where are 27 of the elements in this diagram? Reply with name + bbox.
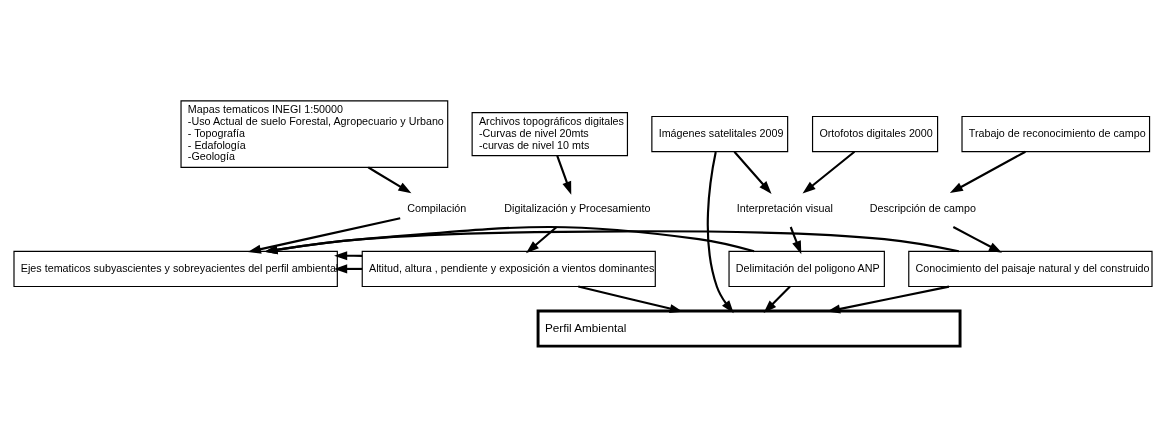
arrow [706,151,734,313]
arrow [247,216,401,254]
node-box: Archivos topográficos digitales -Curvas de nivel 20mts -curvas de nivel 10 mts [471,111,629,156]
node-box: Delimitación del poligono ANP [728,250,885,287]
node-text: Compilación [407,201,467,214]
arrow [949,150,1026,193]
node-box: Ortofotos digitales 2000 [811,115,939,152]
arrow [264,229,959,254]
node-box: Altitud, altura , pendiente y exposición a vientos dominantes [361,250,656,287]
arrow [827,285,950,313]
arrow [264,225,755,254]
arrow [367,166,412,193]
node-text: Digitalización y Procesamiento [504,201,651,214]
arrow [578,285,683,313]
node-text: Interpretación visual [736,201,833,214]
arrow [525,225,558,253]
arrow [556,155,572,195]
arrow [763,285,791,313]
node-box: Trabajo de reconocimiento de campo [961,115,1151,152]
node-box: Mapas tematicos INEGI 1:50000 -Uso Actual de suelo Forestal, Agropecuario y Urbano - Topografía - Edafología -Geología [180,99,449,168]
arrow [802,150,856,194]
node-box: Perfil Ambiental [536,308,962,348]
node-box: Imágenes satelitales 2009 [651,115,789,152]
arrow [733,150,772,194]
arrow [952,225,1002,253]
node-box: Conocimiento del paisaje natural y del construido [908,250,1153,287]
node-text: Descripción de campo [869,201,976,214]
